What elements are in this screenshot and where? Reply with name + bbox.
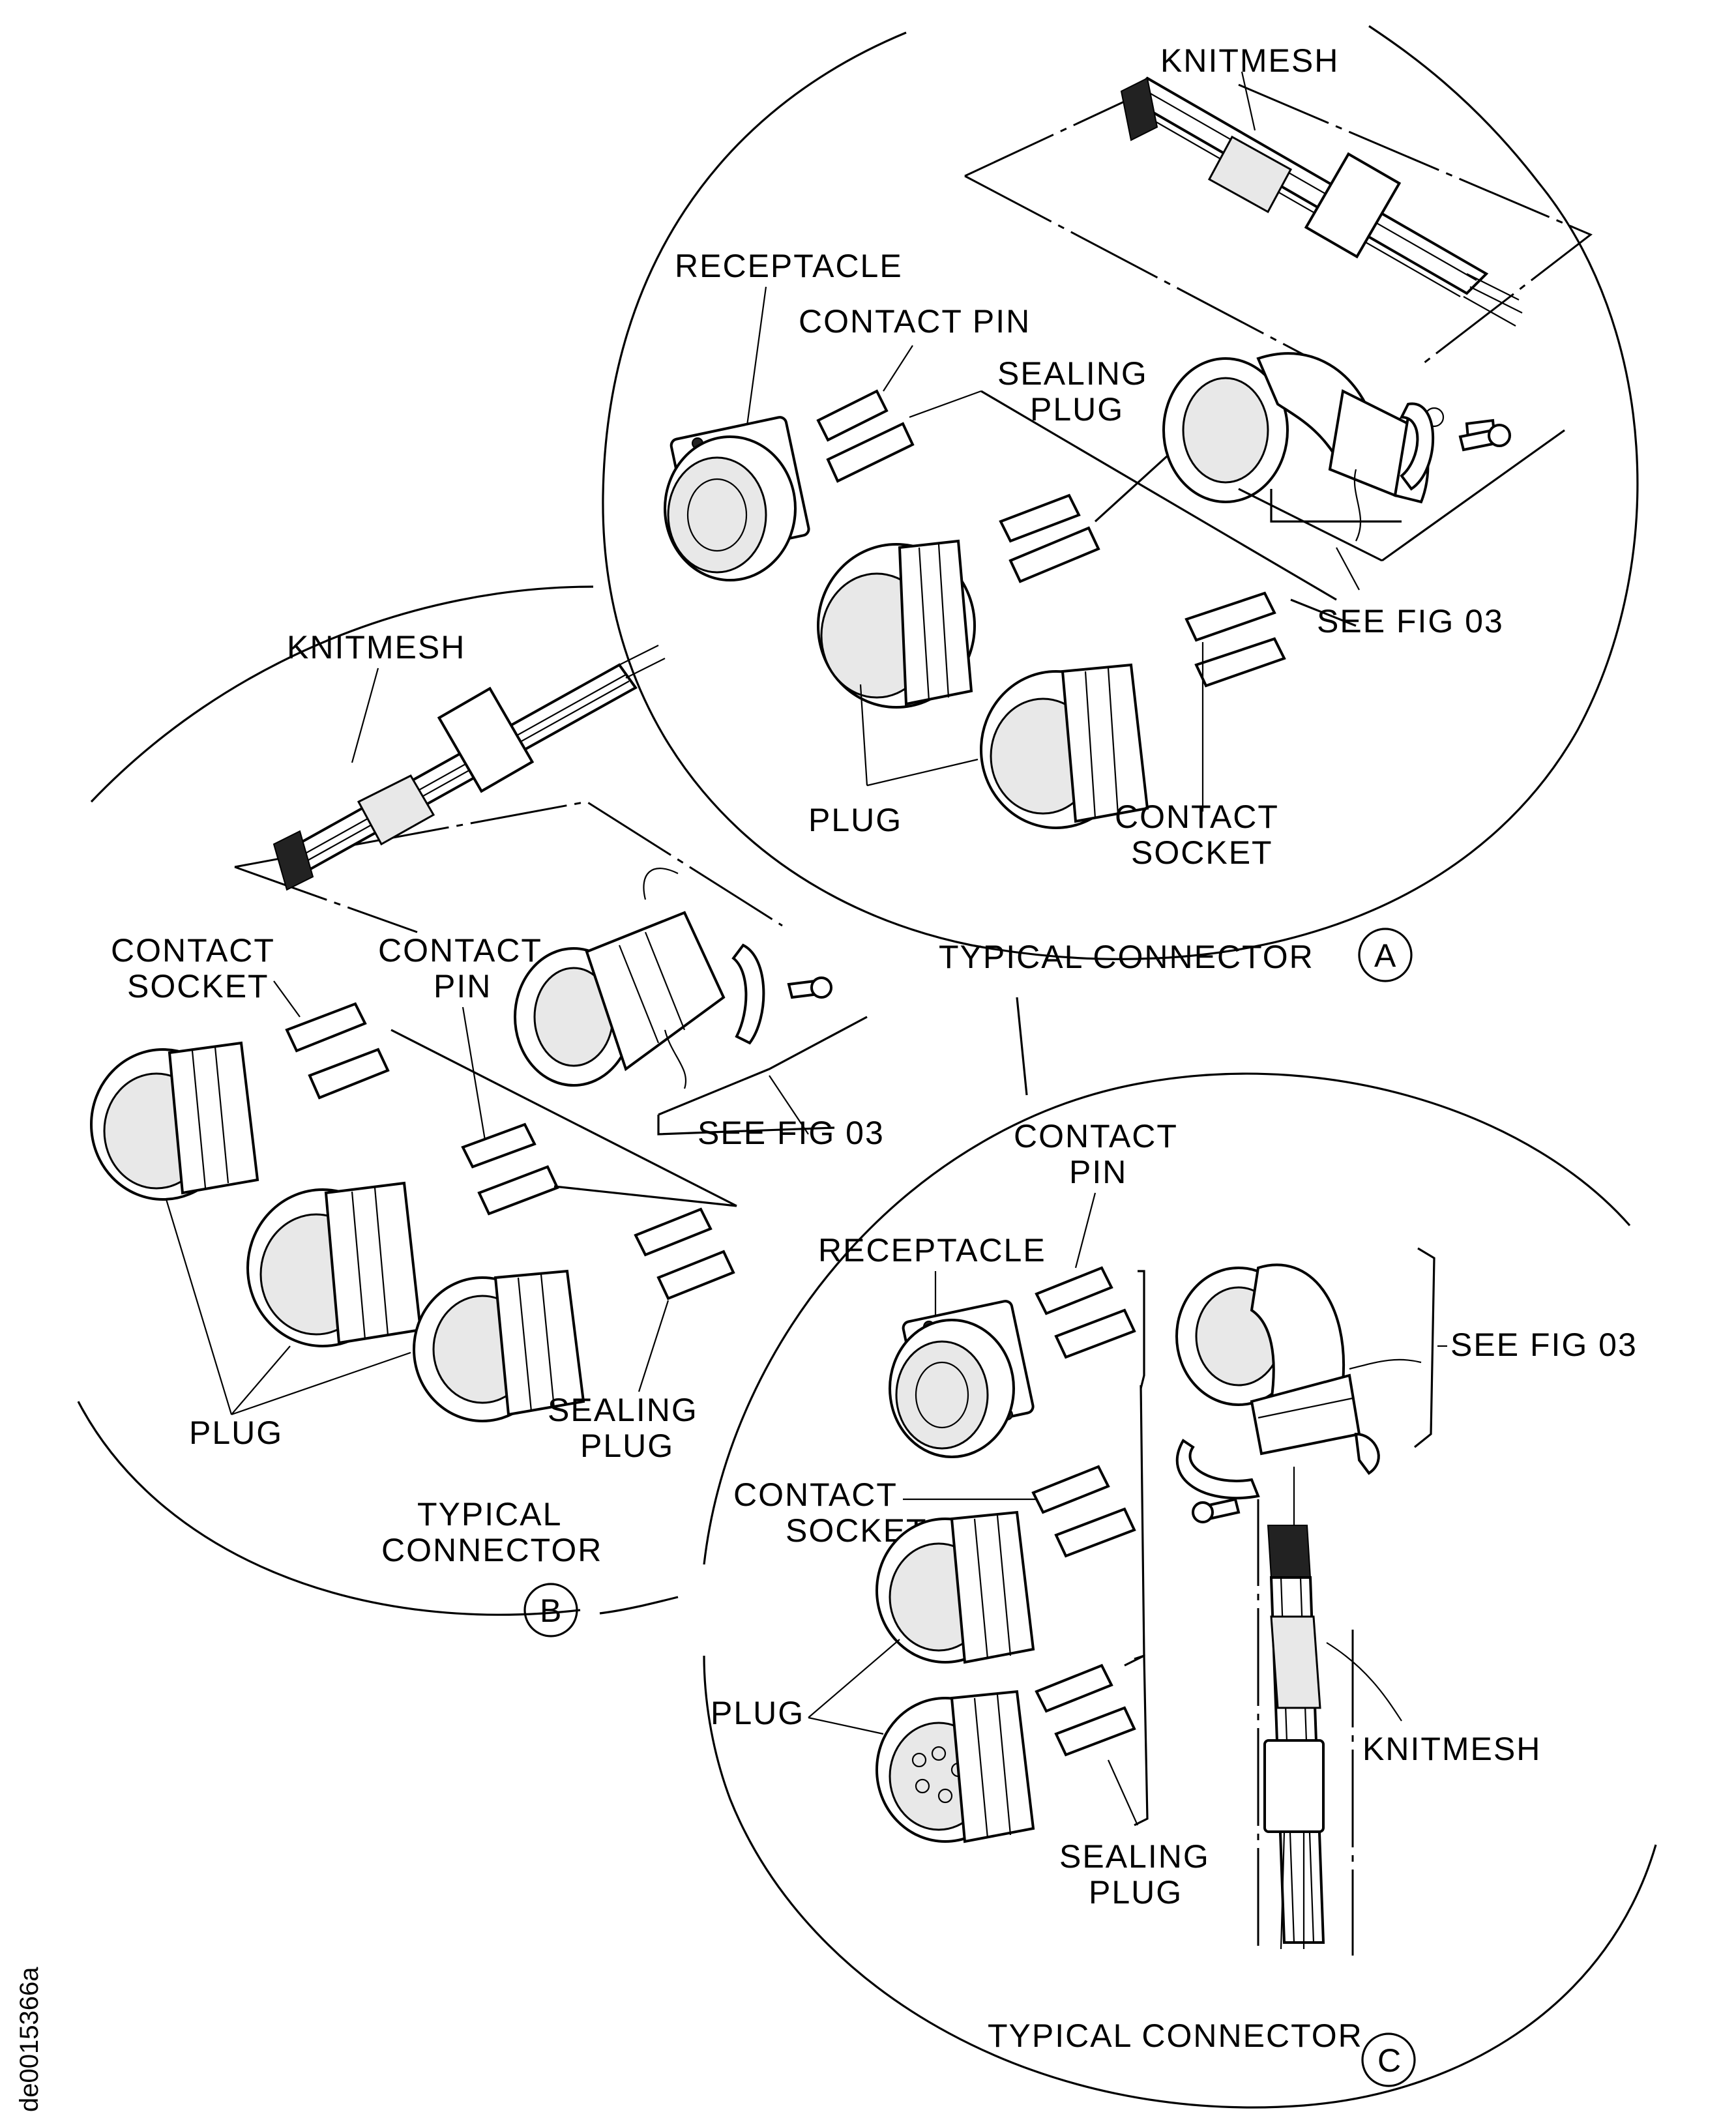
view-b-see-fig-label: SEE FIG 03	[698, 1115, 885, 1151]
view-c-sealing-label-2: PLUG	[1089, 1874, 1183, 1911]
view-a-lockwire	[1353, 469, 1362, 542]
view-c-circle	[703, 997, 1657, 2109]
view-c-screw-icon	[1192, 1497, 1241, 1523]
view-c-clamp	[1175, 1432, 1380, 1500]
view-a-backshell	[1162, 352, 1445, 504]
view-a-sealing-label-1: SEALING	[997, 355, 1148, 392]
figure-id: de0015366a	[15, 1967, 44, 2112]
view-c-contact-pin	[1035, 1266, 1136, 1359]
view-b: KNITMESH CONTACT SOCKET CONTACT PIN	[77, 585, 885, 1637]
view-b-clamp	[731, 943, 765, 1045]
view-a-knitmesh-sleeve	[1207, 135, 1293, 214]
view-a-knitmesh-label: KNITMESH	[1160, 42, 1339, 79]
view-c-receptacle	[889, 1300, 1035, 1458]
view-b-knitmesh-label: KNITMESH	[287, 629, 465, 666]
view-b-backshell	[514, 868, 726, 1089]
view-c-plug-2	[875, 1690, 1035, 1843]
view-b-caption-2: CONNECTOR	[381, 1532, 602, 1568]
view-a-cable	[1120, 76, 1523, 327]
view-c-contact-socket	[1031, 1465, 1136, 1558]
view-a-plug-2	[980, 663, 1149, 829]
view-b-contact-pin-label-1: CONTACT	[378, 932, 542, 969]
view-c-lockwire	[1349, 1358, 1422, 1370]
view-a-caption: TYPICAL CONNECTOR	[939, 939, 1314, 975]
view-b-sealing-label-2: PLUG	[580, 1428, 674, 1464]
view-a-circle	[602, 25, 1639, 960]
view-a-dash-plane	[964, 83, 1593, 366]
view-c-contact-pin-label-1: CONTACT	[1014, 1118, 1178, 1154]
view-b-sealing-label-1: SEALING	[548, 1392, 698, 1428]
view-c-dash-plane	[1257, 1499, 1354, 1956]
view-a-plug-1	[817, 539, 976, 709]
view-a-contact-pin	[816, 389, 889, 442]
view-a-contact-socket-label-1: CONTACT	[1115, 799, 1279, 835]
view-b-pin	[461, 1122, 559, 1216]
view-a-screw-icon	[1458, 424, 1511, 452]
view-a-ferrule	[1304, 152, 1402, 259]
view-b-contact-socket-label-1: CONTACT	[111, 932, 275, 969]
view-b-plug-label: PLUG	[189, 1415, 283, 1451]
view-b-plug-2	[246, 1181, 422, 1347]
view-b-cable	[272, 645, 666, 891]
view-c-elbow-backshell	[1175, 1263, 1361, 1456]
view-c-ferrule	[1263, 1739, 1325, 1833]
view-b-ferrule	[437, 686, 535, 793]
view-c-badge-circle	[1361, 2032, 1416, 2087]
view-a-contact-socket-upper	[826, 422, 915, 483]
view-b-plug-1	[90, 1041, 259, 1201]
view-b-contact-socket-label-2: SOCKET	[127, 968, 269, 1005]
view-b-badge-circle	[523, 1583, 578, 1637]
view-c-see-fig-label: SEE FIG 03	[1450, 1327, 1638, 1363]
view-b-circle	[77, 585, 679, 1616]
view-b-contact-socket	[285, 1002, 390, 1100]
view-a-contact-pin-label: CONTACT PIN	[799, 303, 1031, 340]
view-c-badge: C	[1377, 2042, 1402, 2079]
view-a-badge-circle	[1358, 928, 1413, 982]
view-a-plug-label: PLUG	[808, 802, 902, 838]
view-a-socket-lower	[1008, 526, 1100, 583]
view-c-knitmesh-label: KNITMESH	[1362, 1731, 1541, 1767]
view-a-see-fig-label: SEE FIG 03	[1317, 603, 1504, 639]
view-a-sealing-label-2: PLUG	[1030, 391, 1124, 428]
view-b-sealing-plug	[634, 1207, 735, 1300]
view-b-knitmesh-sleeve	[357, 774, 435, 846]
view-c-contact-socket-label-1: CONTACT	[733, 1476, 898, 1513]
view-b-lockwire	[664, 1029, 686, 1089]
view-c-receptacle-label: RECEPTACLE	[818, 1232, 1046, 1269]
view-c-plug-label: PLUG	[711, 1695, 804, 1731]
view-c-sealing-plug	[1035, 1664, 1136, 1757]
view-c: CONTACT PIN RECEPTACLE	[703, 997, 1657, 2109]
view-c-contact-pin-label-2: PIN	[1069, 1154, 1127, 1190]
view-c-knitmesh-sleeve	[1270, 1615, 1321, 1709]
view-b-plug-3	[413, 1269, 585, 1422]
view-a-contact-socket-label-2: SOCKET	[1131, 834, 1273, 871]
view-b-screw-icon	[787, 976, 832, 999]
view-c-cable	[1263, 1467, 1325, 1950]
view-a-receptacle	[664, 416, 810, 581]
view-b-badge: B	[540, 1592, 563, 1629]
view-b-contact-pin-label-2: PIN	[434, 968, 492, 1005]
view-a-contact-socket	[1184, 591, 1286, 688]
view-a-receptacle-label: RECEPTACLE	[675, 248, 903, 284]
view-a-badge: A	[1374, 937, 1397, 974]
view-c-sealing-label-1: SEALING	[1059, 1838, 1210, 1875]
view-a: KNITMESH RECEPTACLE CONTACT PIN SEALING …	[602, 25, 1639, 982]
view-b-dash-plane	[234, 800, 783, 933]
view-a-pin-lower	[999, 493, 1081, 543]
view-b-caption-1: TYPICAL	[417, 1496, 562, 1533]
view-c-caption: TYPICAL CONNECTOR	[988, 2017, 1363, 2054]
view-c-plug-1	[875, 1510, 1035, 1664]
